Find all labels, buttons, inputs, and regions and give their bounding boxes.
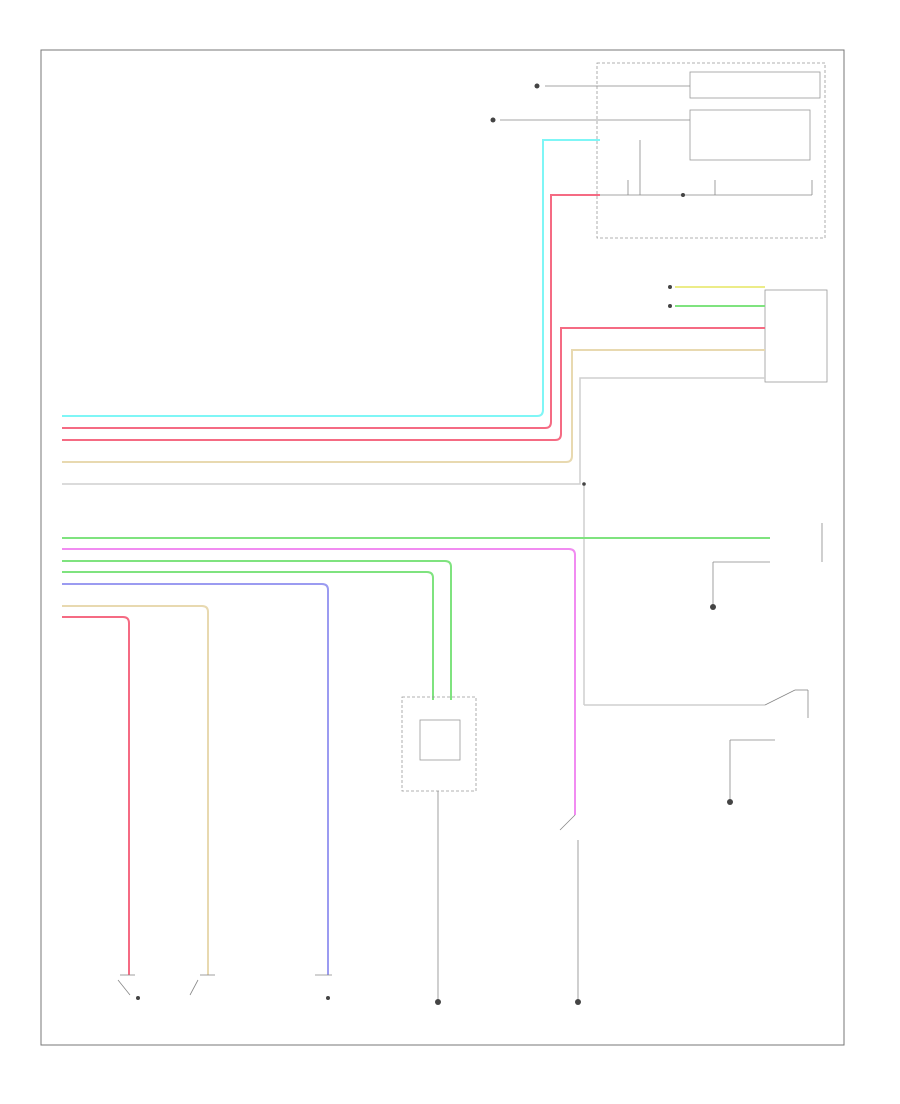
- ground-icon: [575, 999, 581, 1005]
- connector-icon: [490, 117, 496, 123]
- connector-icon: [668, 304, 672, 308]
- relay-icon: [419, 719, 461, 761]
- switch-icon: [189, 979, 199, 996]
- wire-tan-2: [62, 605, 209, 975]
- junction-connector-block: [764, 289, 828, 383]
- ground-icon: [435, 999, 441, 1005]
- wire-red-2: [62, 327, 765, 441]
- connector-icon: [582, 482, 586, 486]
- ground-icon: [136, 996, 140, 1000]
- wire-blue: [62, 583, 329, 975]
- wire-green-2: [62, 560, 452, 700]
- ground-icon: [727, 799, 733, 805]
- wire-tan: [62, 349, 765, 463]
- connector-icon: [668, 285, 672, 289]
- ground-icon: [710, 604, 716, 610]
- wire-cyan: [62, 139, 600, 417]
- switch-icon: [559, 814, 576, 831]
- control-module-outline: [596, 62, 826, 239]
- wire-magenta: [62, 548, 576, 815]
- module-subblock-2: [689, 109, 811, 161]
- module-subblock-1: [689, 71, 821, 99]
- connector-icon: [681, 193, 685, 197]
- diagram-frame: [40, 49, 845, 1046]
- wire-white: [62, 377, 765, 485]
- wire-red-1: [62, 194, 600, 429]
- wire-green-3: [62, 571, 434, 700]
- relay-box: [401, 696, 477, 792]
- switch-icon: [117, 979, 131, 996]
- wire-red-3: [62, 616, 130, 975]
- switch-icon: [764, 689, 796, 706]
- ground-icon: [326, 996, 330, 1000]
- connector-icon: [534, 83, 540, 89]
